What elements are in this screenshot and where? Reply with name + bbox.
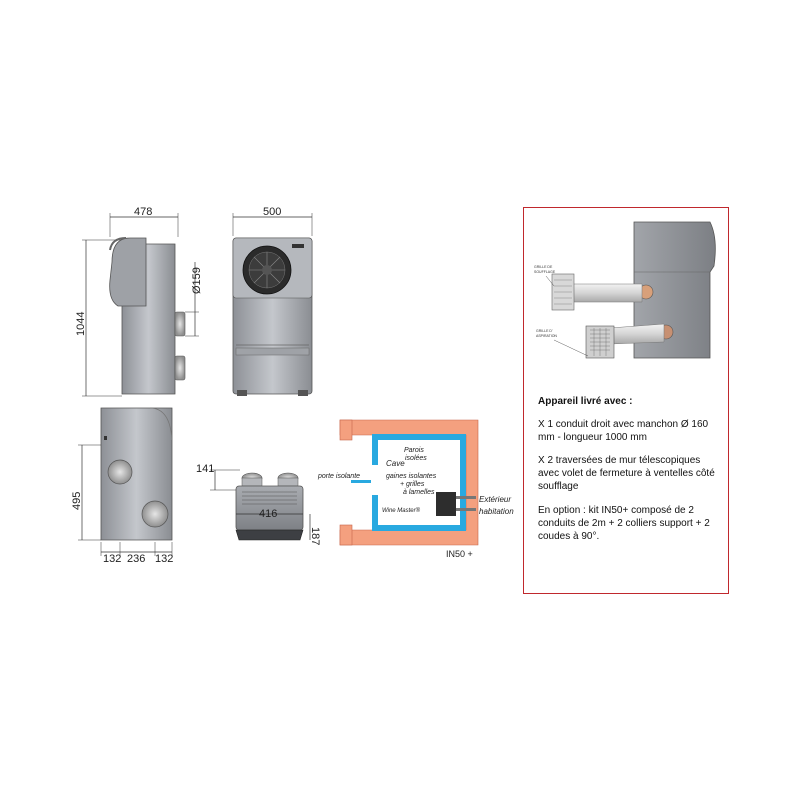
back-view: 495 132 236 132	[71, 407, 173, 565]
dim-top-depth: 187	[309, 527, 321, 545]
installation-schema: Parois isolées Cave porte isolante gaine…	[317, 419, 514, 559]
schema-gaines-1: gaines isolantes	[386, 473, 437, 480]
schema-gaines-2: + grilles	[400, 481, 425, 488]
schema-parois: Parois	[404, 447, 424, 454]
schema-isolees: isolées	[405, 455, 427, 462]
side-view: 478 1044 Ø159	[75, 206, 203, 397]
label-grille-aspiration-2: ASPIRATION	[536, 334, 557, 338]
label-grille-soufflage-1: GRILLE DE	[534, 265, 553, 269]
top-view: 141 416 187	[196, 463, 321, 545]
dim-top-offset: 141	[196, 463, 214, 475]
schema-gaines-3: à lamelles	[403, 489, 435, 496]
panel-line-1: X 1 conduit droit avec manchon Ø 160 mm …	[538, 419, 709, 443]
panel-line-2: X 2 traversées de mur télescopiques avec…	[538, 455, 715, 492]
schema-porte: porte isolante	[317, 473, 360, 480]
dim-front-width: 500	[263, 206, 281, 218]
panel-title: Appareil livré avec :	[538, 396, 633, 407]
schema-kit-label: IN50 +	[446, 549, 473, 559]
dim-duct-diameter: Ø159	[191, 267, 203, 294]
schema-exterieur: Extérieur	[479, 495, 511, 504]
accessories-illustration: GRILLE DE SOUFFLAGE GRILLE D' ASPIRATION	[534, 221, 716, 359]
label-grille-soufflage-2: SOUFFLAGE	[534, 270, 556, 274]
dim-top-width: 416	[259, 508, 277, 520]
technical-drawings: 478 1044 Ø159 500	[71, 206, 514, 565]
schema-cave: Cave	[386, 459, 405, 468]
dim-side-width: 478	[134, 206, 152, 218]
dim-back-height: 495	[71, 492, 83, 510]
dim-height: 1044	[75, 312, 87, 336]
dim-back-left: 132	[103, 553, 121, 565]
accessories-panel: GRILLE DE SOUFFLAGE GRILLE D' ASPIRATION…	[523, 207, 729, 594]
schema-habitation: habitation	[479, 507, 514, 516]
dim-back-right: 132	[155, 553, 173, 565]
dim-back-middle: 236	[127, 553, 145, 565]
front-view: 500	[232, 206, 313, 396]
label-grille-aspiration-1: GRILLE D'	[536, 329, 553, 333]
panel-line-3: En option : kit IN50+ composé de 2 condu…	[538, 505, 710, 542]
schema-wine-master: Wine Master®	[382, 507, 421, 514]
